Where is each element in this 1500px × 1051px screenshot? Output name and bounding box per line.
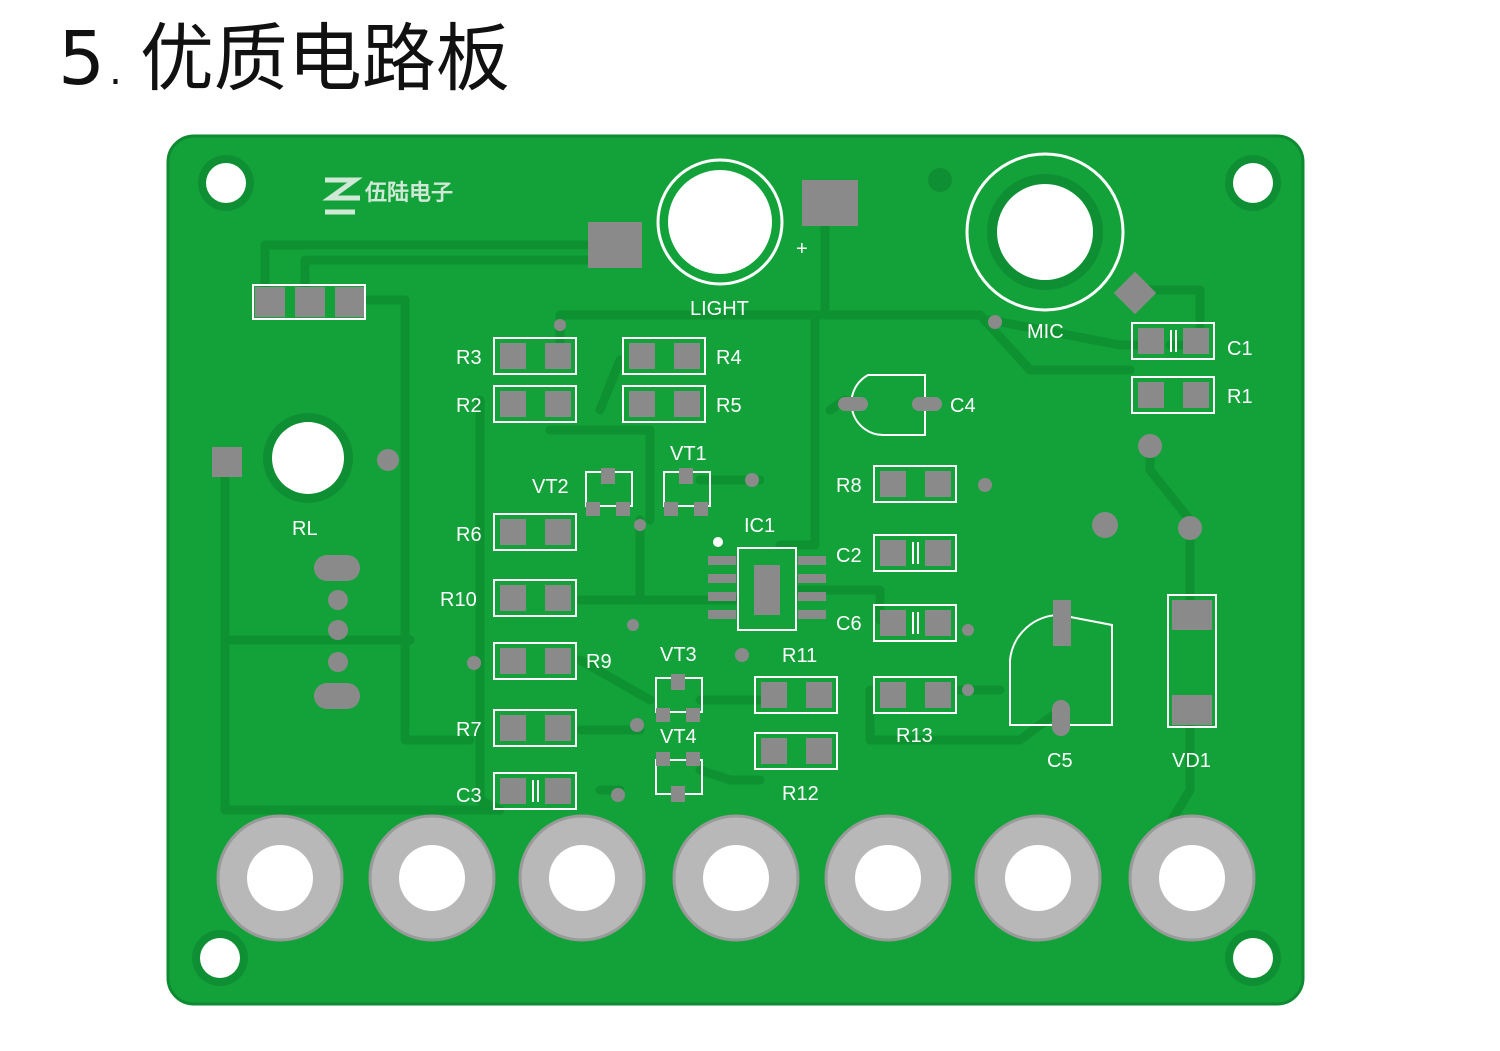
mounting-holes xyxy=(192,155,1281,986)
silkscreen-labels: C1 R1 R3 R4 R2 R5 C4 VT2 VT1 R8 R6 IC1 C… xyxy=(440,338,1253,807)
brand-logo-icon: 伍陆电子 xyxy=(322,177,453,215)
screw-terminal-icon xyxy=(216,814,344,942)
page-heading: 5.优质电路板 xyxy=(58,22,510,96)
screw-terminal-icon xyxy=(974,814,1102,942)
heading-dot: . xyxy=(109,48,122,94)
ic1-footprint xyxy=(708,537,826,631)
label-c3: C3 xyxy=(456,785,482,807)
label-c4: C4 xyxy=(950,395,976,417)
label-vt1: VT1 xyxy=(670,443,707,465)
label-vd1: VD1 xyxy=(1172,750,1211,772)
label-r12: R12 xyxy=(782,783,819,805)
header-3pin xyxy=(252,284,366,320)
vias xyxy=(467,315,1002,802)
label-r7: R7 xyxy=(456,719,482,741)
capacitor-c4 xyxy=(838,374,942,437)
label-c6: C6 xyxy=(836,613,862,635)
label-mic: MIC xyxy=(1027,321,1064,343)
mic-footprint: MIC xyxy=(928,152,1157,343)
screw-terminal-icon xyxy=(368,814,496,942)
label-vt2: VT2 xyxy=(532,476,569,498)
heading-number: 5 xyxy=(58,16,106,102)
label-r11: R11 xyxy=(782,645,817,667)
heading-text: 优质电路板 xyxy=(139,16,510,102)
label-r9: R9 xyxy=(586,651,612,673)
label-rl: RL xyxy=(292,518,318,540)
label-c5: C5 xyxy=(1047,750,1073,772)
label-r8: R8 xyxy=(836,475,862,497)
copper-traces xyxy=(220,195,1205,845)
label-r5: R5 xyxy=(716,395,742,417)
label-r13: R13 xyxy=(896,725,933,747)
label-r2: R2 xyxy=(456,395,482,417)
label-vt4: VT4 xyxy=(660,726,697,748)
label-c2: C2 xyxy=(836,545,862,567)
screw-terminal-icon xyxy=(1128,814,1256,942)
diode-vd1 xyxy=(1138,434,1217,728)
screw-terminal-row xyxy=(216,814,1256,942)
transistor-footprints xyxy=(585,468,711,802)
label-light: LIGHT xyxy=(690,298,749,320)
label-r1: R1 xyxy=(1227,386,1253,408)
capacitor-c5 xyxy=(1009,512,1118,736)
label-ic1: IC1 xyxy=(744,515,775,537)
screw-terminal-icon xyxy=(518,814,646,942)
label-r4: R4 xyxy=(716,347,742,369)
label-plus: + xyxy=(796,238,808,260)
screw-terminal-icon xyxy=(672,814,800,942)
label-c1: C1 xyxy=(1227,338,1253,360)
label-r10: R10 xyxy=(440,589,477,611)
label-r6: R6 xyxy=(456,524,482,546)
brand-name: 伍陆电子 xyxy=(364,181,453,206)
light-sensor: LIGHT + xyxy=(588,158,858,320)
screw-terminal-icon xyxy=(824,814,952,942)
smd-footprints xyxy=(493,322,1215,810)
label-vt3: VT3 xyxy=(660,644,697,666)
label-r3: R3 xyxy=(456,347,482,369)
relay-rl: RL xyxy=(212,413,399,709)
